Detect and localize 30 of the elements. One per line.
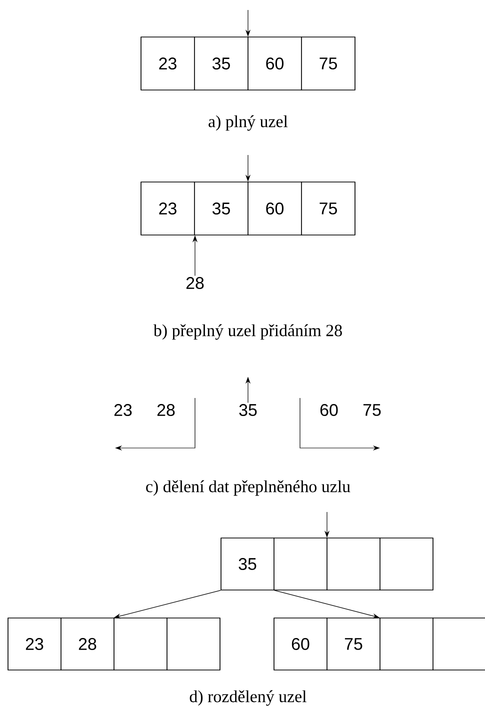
key-cell: 60 — [274, 618, 328, 670]
key-number: 28 — [186, 277, 204, 289]
key-number: 75 — [363, 404, 381, 416]
key-cell: 35 — [220, 538, 274, 590]
key-cell: 60 — [248, 36, 302, 90]
key-cell — [326, 538, 380, 590]
key-cell: 35 — [194, 182, 248, 236]
key-cell: 60 — [248, 182, 302, 236]
caption: b) přeplný uzel přidáním 28 — [153, 324, 342, 340]
caption: d) rozdělený uzel — [190, 690, 306, 706]
caption: a) plný uzel — [208, 115, 288, 131]
key-number: 35 — [239, 404, 257, 416]
key-cell: 35 — [194, 36, 248, 90]
key-cell — [380, 538, 434, 590]
key-cell — [166, 618, 220, 670]
key-cell: 75 — [301, 182, 356, 236]
key-cell — [380, 618, 434, 670]
key-cell — [432, 618, 485, 670]
key-number: 60 — [320, 404, 338, 416]
caption: c) dělení dat přeplněného uzlu — [146, 480, 350, 496]
key-cell: 28 — [60, 618, 114, 670]
key-cell: 75 — [326, 618, 380, 670]
key-cell: 23 — [140, 36, 195, 90]
key-cell — [274, 538, 328, 590]
key-cell: 75 — [301, 36, 356, 90]
key-number: 23 — [114, 404, 132, 416]
key-number: 28 — [157, 404, 175, 416]
key-cell: 23 — [8, 618, 62, 670]
key-cell — [114, 618, 168, 670]
key-cell: 23 — [140, 182, 195, 236]
